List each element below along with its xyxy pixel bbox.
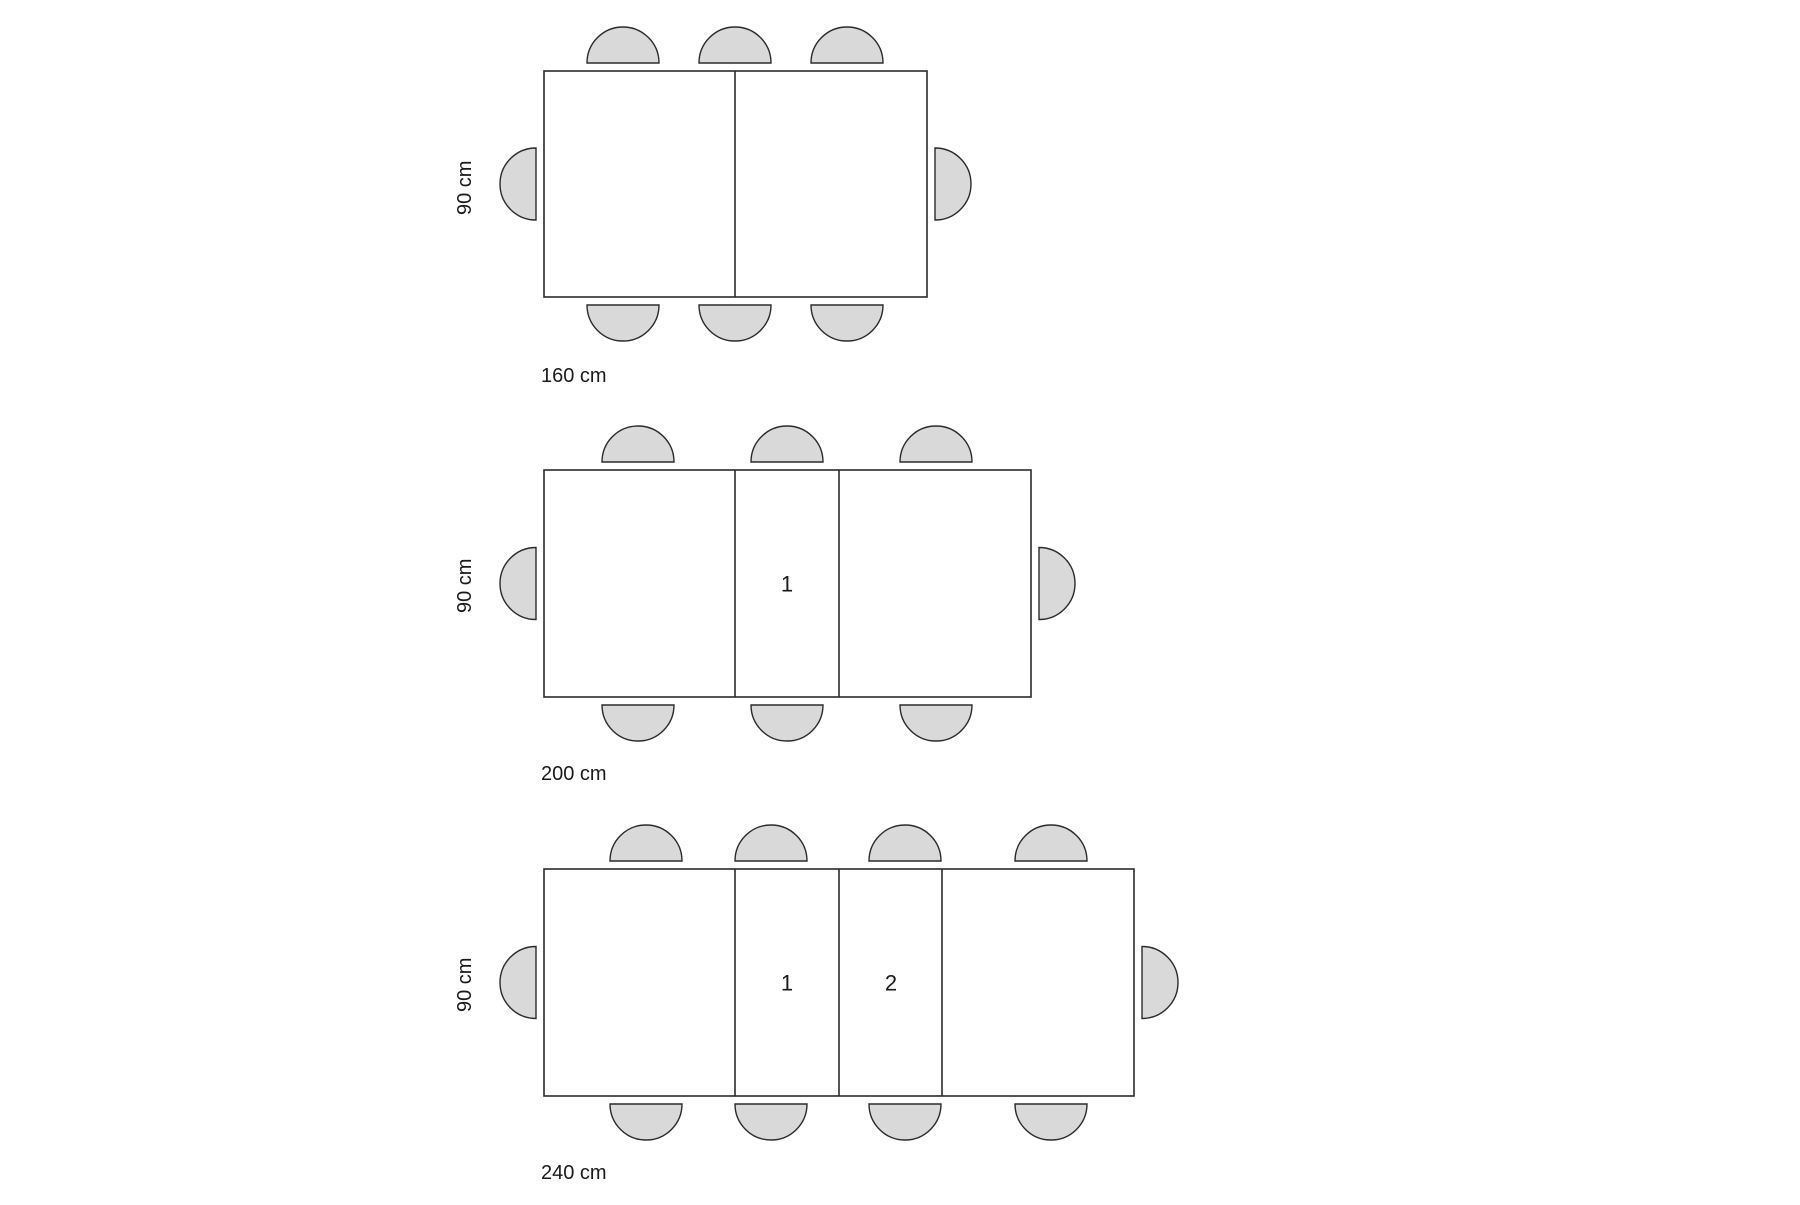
table-1-width-label: 90 cm [454, 160, 476, 215]
table-3-extension-label: 2 [885, 971, 897, 996]
table-3-chair-top [868, 824, 942, 862]
table-2-length-label: 200 cm [541, 763, 607, 785]
table-3-chair-bottom [1014, 1103, 1088, 1141]
table-3-chair-bottom [609, 1103, 683, 1141]
table-3-chair-top [609, 824, 683, 862]
table-2-chair-top [899, 425, 973, 463]
table-2-chair-right [1038, 546, 1076, 621]
table-2-top [543, 469, 1032, 698]
table-1-chair-left [499, 147, 537, 221]
table-1-chair-top [586, 26, 660, 64]
table-2-chair-bottom [899, 704, 973, 742]
table-2-chair-bottom [750, 704, 824, 742]
table-3-chair-bottom [734, 1103, 808, 1141]
table-2-chair-top [601, 425, 675, 463]
table-2-width-label: 90 cm [454, 558, 476, 613]
table-1-chair-bottom [698, 304, 772, 342]
table-2-extension-label: 1 [781, 572, 793, 597]
table-2-chair-top [750, 425, 824, 463]
table-3-chair-top [734, 824, 808, 862]
table-3-chair-bottom [868, 1103, 942, 1141]
table-3-width-label: 90 cm [454, 957, 476, 1012]
table-3-chair-top [1014, 824, 1088, 862]
table-3-chair-right [1141, 945, 1179, 1020]
table-3-length-label: 240 cm [541, 1162, 607, 1184]
table-3-extension-label: 1 [781, 971, 793, 996]
table-2-chair-bottom [601, 704, 675, 742]
table-1-length-label: 160 cm [541, 365, 607, 387]
table-2-chair-left [499, 546, 537, 621]
table-3-chair-left [499, 945, 537, 1020]
table-1-chair-bottom [586, 304, 660, 342]
table-1-chair-bottom [810, 304, 884, 342]
table-1-chair-top [810, 26, 884, 64]
table-1-chair-right [934, 147, 972, 221]
table-1-chair-top [698, 26, 772, 64]
